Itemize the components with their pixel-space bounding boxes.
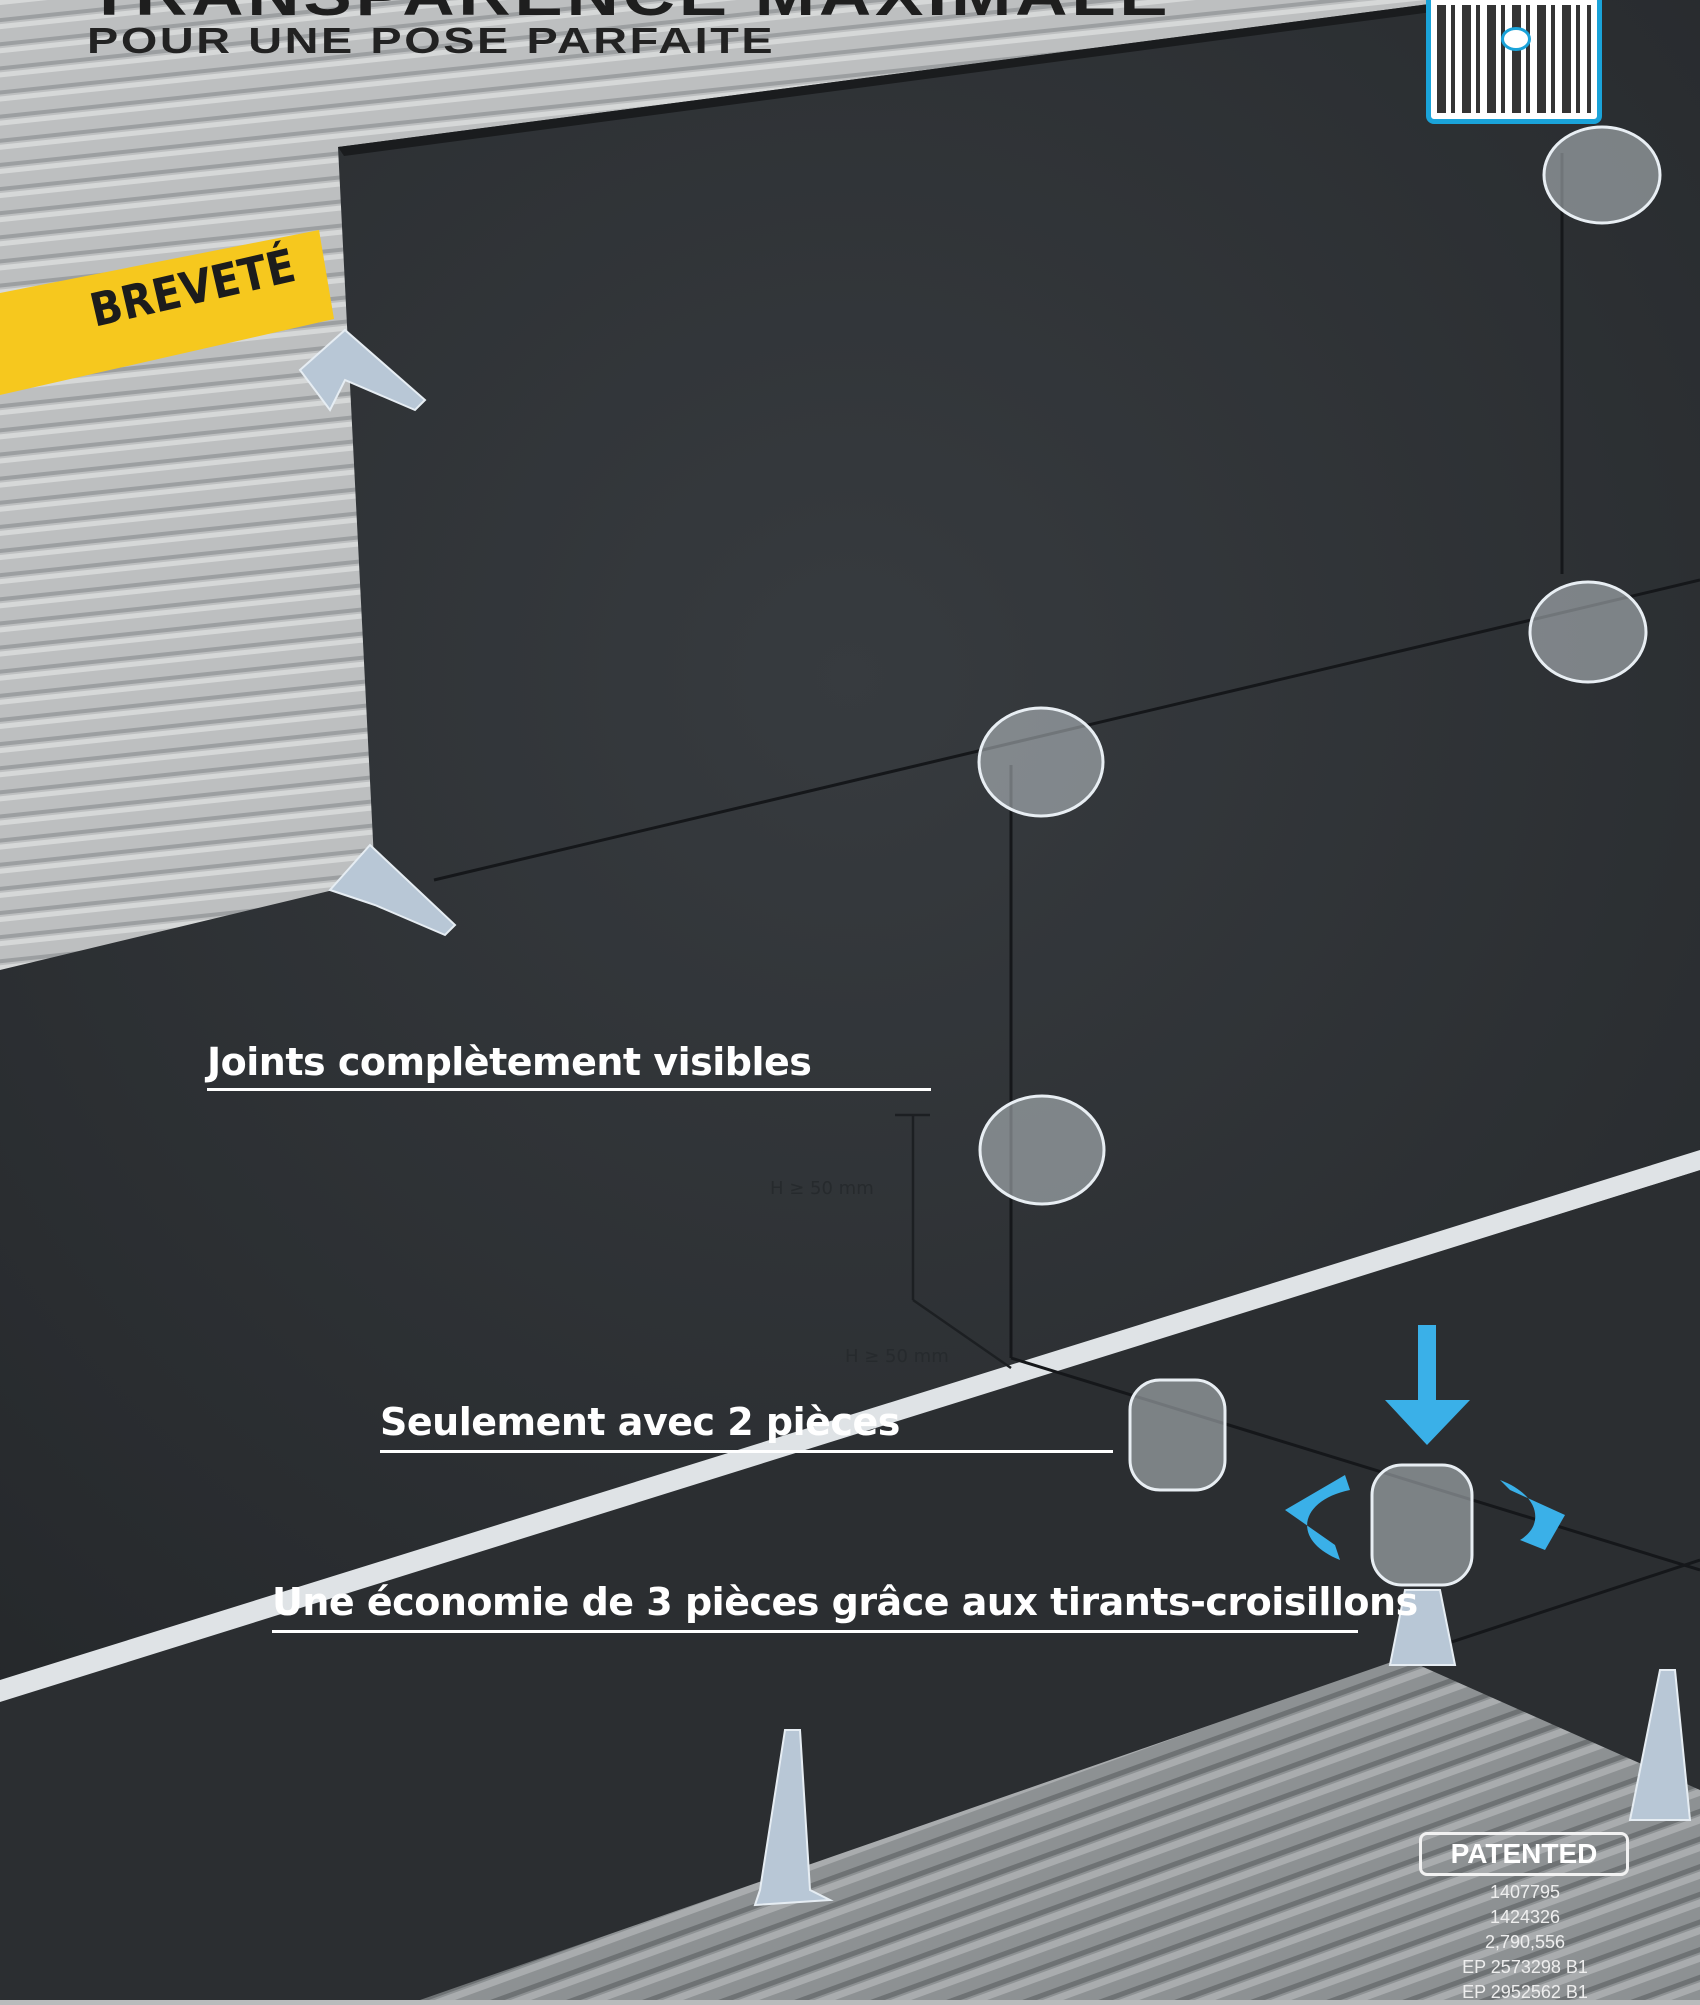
callout-joints: Joints complètement visibles	[207, 1040, 812, 1084]
brevete-band	[0, 230, 334, 395]
rotation-arrows	[1285, 1325, 1565, 1560]
spacers	[977, 125, 1662, 1587]
qr-code-icon[interactable]	[1426, 0, 1602, 124]
wall-tiles	[0, 0, 1700, 1690]
patent-number: EP 2573298 B1	[1462, 1957, 1588, 1977]
callout-underline	[380, 1450, 1113, 1453]
dimension-label: H ≥ 50 mm	[770, 1178, 874, 1199]
patented-badge: PATENTED	[1419, 1832, 1629, 1876]
patent-number: 1424326	[1489, 1907, 1561, 1927]
patent-number: EP 2952562 B1	[1462, 1982, 1588, 2002]
dimension-label: H ≥ 50 mm	[845, 1346, 949, 1367]
down-arrow-icon	[1418, 1325, 1436, 1405]
dimension-lines	[895, 1113, 1012, 1370]
rotate-right-arrow-icon	[1500, 1480, 1565, 1550]
page-title: TRANSPARENCE MAXIMALE	[87, 0, 1171, 29]
patent-number: 2,790,556	[1484, 1932, 1566, 1952]
rotate-left-arrow-icon	[1285, 1475, 1350, 1560]
patent-number: 1407795	[1489, 1882, 1561, 1902]
grout-lines	[433, 153, 1700, 1660]
callout-savings: Une économie de 3 pièces grâce aux tiran…	[272, 1580, 1418, 1624]
callout-two-pieces: Seulement avec 2 pièces	[380, 1400, 900, 1444]
patent-numbers: 1407795 1424326 2,790,556 EP 2573298 B1 …	[1420, 1880, 1630, 2005]
eye-icon	[1501, 27, 1531, 51]
floor-profile-strip	[0, 1150, 1700, 1702]
wedges	[298, 328, 1692, 1907]
floor-screed	[420, 1658, 1700, 2000]
callout-underline	[207, 1088, 931, 1091]
callout-underline	[272, 1630, 1358, 1633]
page-subtitle: POUR UNE POSE PARFAITE	[87, 20, 776, 61]
